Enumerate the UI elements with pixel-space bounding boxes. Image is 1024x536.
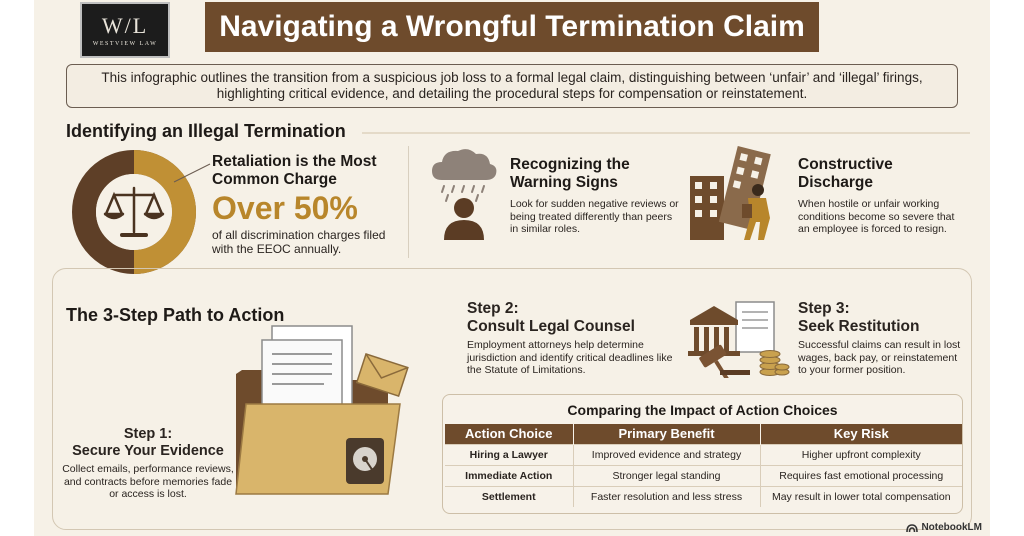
table-row: Immediate Action Stronger legal standing…: [445, 464, 962, 486]
table-header-risk: Key Risk: [760, 424, 962, 444]
retaliation-donut-chart: [72, 150, 196, 274]
table-cell: Settlement: [445, 485, 574, 507]
step1-body: Collect emails, performance reviews, and…: [62, 463, 234, 500]
table-cell: Improved evidence and strategy: [573, 443, 761, 465]
table-cell: Immediate Action: [445, 464, 574, 486]
step3-block: Step 3: Seek Restitution Successful clai…: [798, 300, 968, 377]
callout-line: [173, 163, 211, 183]
intro-text: This infographic outlines the transition…: [66, 64, 958, 108]
constructive-discharge-building-icon: [690, 146, 771, 240]
retaliation-stat: Over 50%: [212, 190, 358, 226]
page-title: Navigating a Wrongful Termination Claim: [205, 2, 819, 52]
table-row: Settlement Faster resolution and less st…: [445, 485, 962, 507]
section-divider: [362, 132, 970, 134]
footer-brand-text: NotebookLM: [921, 522, 982, 533]
courthouse-gavel-coins-icon: [688, 301, 790, 378]
logo-monogram: W/L: [101, 12, 149, 38]
step2-block: Step 2: Consult Legal Counsel Employment…: [467, 300, 682, 377]
table-row: Hiring a Lawyer Improved evidence and st…: [445, 443, 962, 465]
table-cell: Higher upfront complexity: [760, 443, 962, 465]
step1-block: Step 1: Secure Your Evidence Collect ema…: [58, 426, 238, 501]
table-cell: Stronger legal standing: [573, 464, 761, 486]
retaliation-heading: Retaliation is the Most Common Charge: [212, 153, 377, 188]
step3-heading: Seek Restitution: [798, 318, 920, 335]
step3-label: Step 3:: [798, 300, 850, 317]
table-cell: May result in lower total compensation: [760, 485, 962, 507]
scales-of-justice-icon: [103, 186, 165, 237]
rain-cloud-person-icon: [432, 149, 497, 240]
warning-signs-body: Look for sudden negative reviews or bein…: [510, 198, 679, 235]
step2-label: Step 2:: [467, 300, 519, 317]
warning-signs-heading: Recognizing the Warning Signs: [510, 156, 630, 191]
logo: W/L WESTVIEW LAW: [80, 2, 170, 58]
evidence-folder-icon: [235, 325, 409, 495]
table-header-row: Action Choice Primary Benefit Key Risk: [445, 424, 962, 444]
donut-share-arc: [133, 150, 196, 274]
comparison-table-title: Comparing the Impact of Action Choices: [567, 402, 838, 418]
step3-body: Successful claims can result in lost wag…: [798, 339, 961, 376]
footer-brand: NotebookLM: [906, 522, 982, 533]
constructive-discharge-body: When hostile or unfair working condition…: [798, 198, 955, 235]
steps-panel: [52, 268, 972, 530]
table-cell: Faster resolution and less stress: [573, 485, 761, 507]
step2-body: Employment attorneys help determine juri…: [467, 339, 673, 376]
table-header-action: Action Choice: [445, 424, 574, 444]
comparison-table-card: Comparing the Impact of Action Choices A…: [442, 394, 963, 514]
logo-firm-name: WESTVIEW LAW: [92, 40, 158, 47]
retaliation-subtext: of all discrimination charges filed with…: [212, 228, 386, 256]
section-title-steps: The 3-Step Path to Action: [66, 305, 285, 325]
table-header-benefit: Primary Benefit: [573, 424, 761, 444]
section-title-identify: Identifying an Illegal Termination: [66, 121, 346, 141]
column-divider: [408, 146, 409, 258]
table-cell: Hiring a Lawyer: [445, 443, 574, 465]
notebooklm-icon: [906, 523, 919, 532]
step2-heading: Consult Legal Counsel: [467, 318, 635, 335]
table-cell: Requires fast emotional processing: [760, 464, 962, 486]
step1-heading: Secure Your Evidence: [72, 443, 224, 459]
comparison-table: Action Choice Primary Benefit Key Risk H…: [445, 424, 962, 507]
constructive-discharge-heading: Constructive Discharge: [798, 156, 893, 191]
step1-label: Step 1:: [123, 426, 173, 442]
